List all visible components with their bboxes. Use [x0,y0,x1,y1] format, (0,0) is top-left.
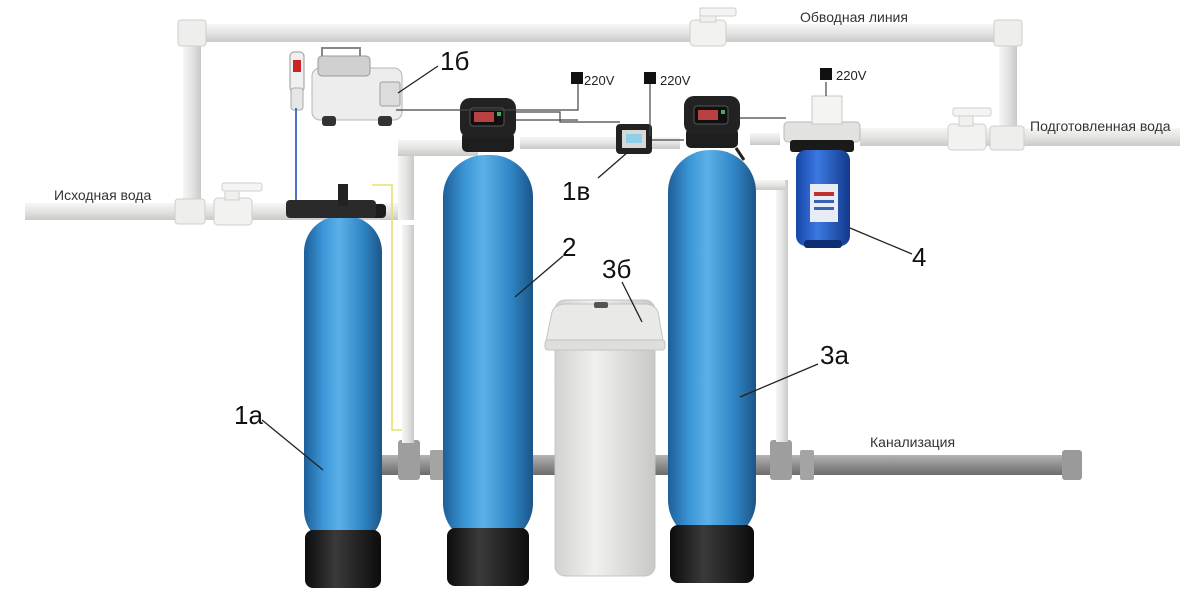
component-label-3a: 3а [820,340,849,370]
voltage-label-1: 220V [584,73,615,88]
voltage-label-2: 220V [660,73,691,88]
outlet-valve [947,107,992,151]
brine-tank-3b [544,299,666,577]
bypass-valve [689,7,737,47]
leader-1b [397,65,439,94]
leader-3a [739,363,819,398]
component-label-1a: 1а [234,400,263,430]
component-label-2: 2 [562,232,576,262]
bypass-line [177,7,1023,214]
controller-head-2 [460,98,516,138]
outlet-label: Подготовленная вода [1030,118,1171,134]
filter-4 [783,95,861,248]
component-label-1v: 1в [562,176,590,206]
component-label-1b: 1б [440,46,469,76]
voltage-label-3: 220V [836,68,867,83]
bypass-line-label: Обводная линия [800,9,908,25]
inlet-line [25,140,478,226]
leader-3b [621,281,643,323]
inlet-label: Исходная вода [54,187,151,203]
control-box-1v [616,124,652,154]
component-label-4: 4 [912,242,926,272]
inlet-valve [213,182,263,226]
power-plug-icon-3 [820,68,832,80]
component-label-3b: 3б [602,254,631,284]
power-plug-icon-1 [571,72,583,84]
power-wiring [396,82,827,141]
outlet-line [860,107,1180,151]
leader-1v [597,151,629,179]
controller-head-3a [684,96,740,134]
leader-4 [849,227,913,255]
drain-label: Канализация [870,434,955,450]
tank-3a [668,96,756,583]
leader-2 [514,255,564,298]
tank-2 [443,98,533,586]
leader-1a [261,419,324,471]
tank-1a [286,184,386,588]
compressor-1b [289,47,403,126]
power-plug-icon-2 [644,72,656,84]
